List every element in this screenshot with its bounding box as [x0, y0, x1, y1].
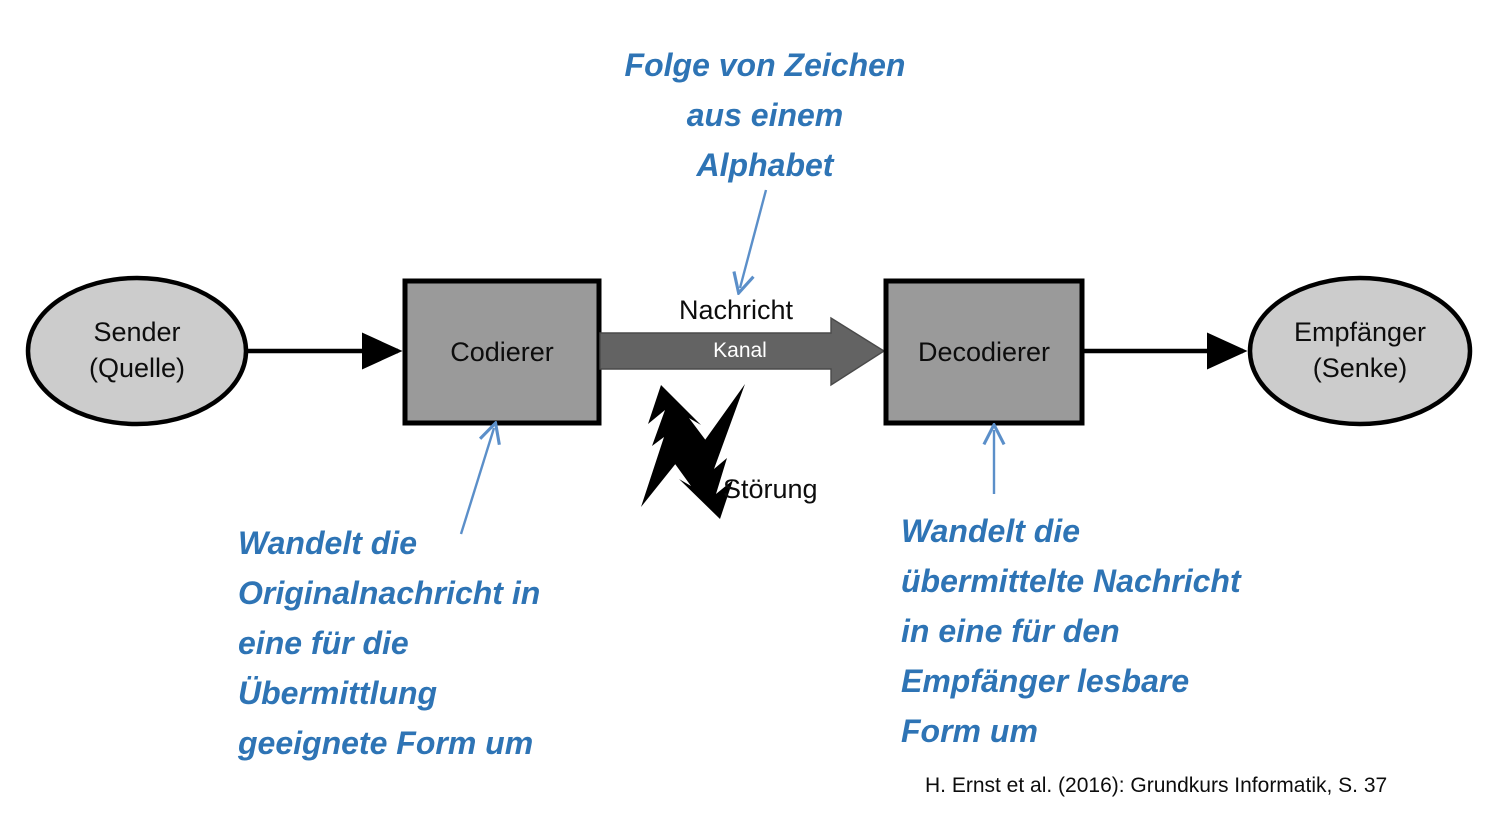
edge-label-nachricht: Nachricht — [678, 295, 794, 325]
edge-label-kanal: Kanal — [713, 339, 767, 362]
edge-kanal-arrow — [599, 316, 886, 387]
annotation-alphabet: Folge von Zeichen aus einem Alphabet — [624, 47, 906, 183]
citation-text: H. Ernst et al. (2016): Grundkurs Inform… — [925, 774, 1388, 797]
annotation-arrow-alphabet — [740, 189, 768, 288]
node-decodierer-shape — [883, 278, 1085, 426]
node-sender-shape — [25, 275, 249, 427]
annotation-codierer-note: Wandelt die Originalnachricht in eine fü… — [238, 525, 541, 761]
annotation-decodierer-note: Wandelt die übermittelte Nachricht in ei… — [901, 513, 1241, 749]
node-codierer-shape — [402, 278, 602, 426]
node-empfaenger-shape — [1247, 275, 1473, 427]
edge-label-stoerung: Störung — [723, 474, 818, 504]
stoerung-lightning-icon — [641, 384, 745, 519]
annotation-arrow-codierer-note — [459, 428, 494, 535]
